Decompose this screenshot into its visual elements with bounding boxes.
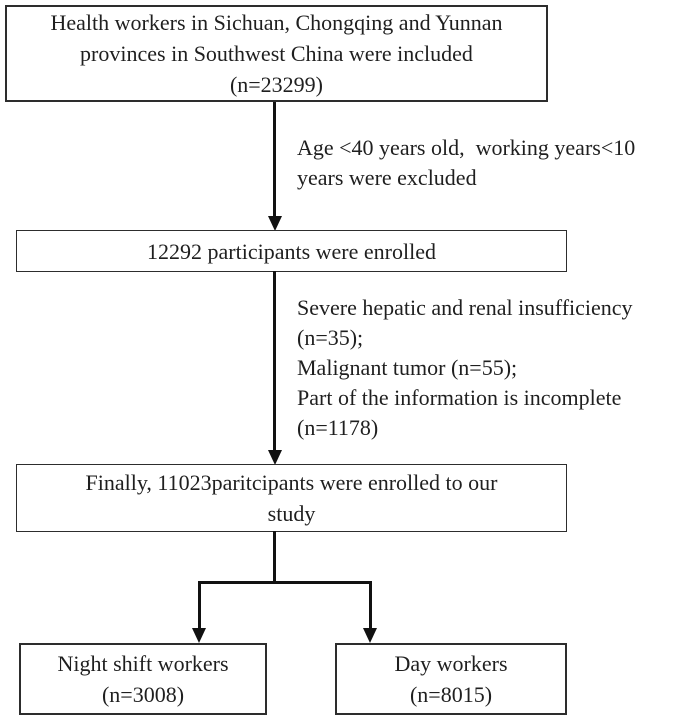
arrow-line-included-to-enrolled <box>273 102 276 217</box>
connector-stem-final-to-split <box>273 531 276 583</box>
arrowhead-included-to-enrolled <box>268 216 282 231</box>
arrowhead-split-to-night-shift <box>192 628 206 643</box>
arrowhead-split-to-day-workers <box>363 628 377 643</box>
box-final-enrolled: Finally, 11023paritcipants were enrolled… <box>16 464 567 532</box>
box-day-workers: Day workers (n=8015) <box>335 643 567 715</box>
exclusion-note-hepatic-tumor-incomplete: Severe hepatic and renal insufficiency (… <box>297 295 633 440</box>
arrow-line-split-to-night-shift <box>198 581 201 629</box>
arrow-line-enrolled-to-final <box>273 271 276 451</box>
arrow-line-split-to-day-workers <box>369 581 372 629</box>
arrowhead-enrolled-to-final <box>268 450 282 465</box>
connector-horizontal-bar <box>198 581 372 584</box>
box-participants-enrolled: 12292 participants were enrolled <box>16 230 567 272</box>
box-night-shift-workers: Night shift workers (n=3008) <box>19 643 267 715</box>
exclusion-note-age-working-years: Age <40 years old, working years<10 year… <box>297 135 636 190</box>
box-health-workers-included: Health workers in Sichuan, Chongqing and… <box>5 5 548 102</box>
